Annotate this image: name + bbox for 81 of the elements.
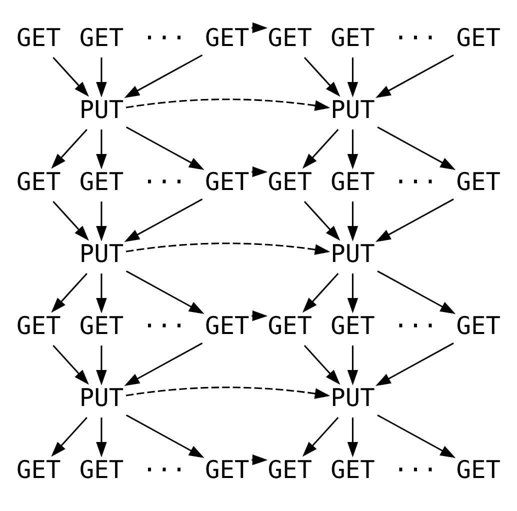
node-text: PUT [330,238,375,268]
node-text: GET [330,310,375,340]
arrow [304,200,340,240]
node-text: GET [456,22,500,52]
node-text: GET [79,22,124,52]
arrow [52,56,89,96]
arrow [52,344,89,384]
arrow [302,416,339,456]
node-text: PUT [79,382,124,412]
node-text: PUT [79,94,124,124]
node-text: GET [268,166,312,196]
label: ··· [142,454,186,484]
arrow [347,417,358,457]
node-text: GET [16,310,61,340]
label: ··· [393,166,438,196]
arrow [252,166,268,177]
arrow [347,345,358,385]
node-text: GET [79,310,124,340]
arrow [124,54,203,98]
arrow [377,270,456,314]
label: ··· [142,22,186,52]
arrow [347,57,358,97]
arrow [124,198,203,242]
arrow [252,454,268,465]
node-text: PUT [330,94,375,124]
arrow [302,128,339,168]
node-text: GET [268,22,312,52]
node-text: PUT [79,238,124,268]
node-text: GET [16,454,61,484]
label: ··· [142,166,186,196]
arrow [51,272,88,312]
node-text: GET [16,166,61,196]
node-text: GET [330,22,375,52]
node-text: PUT [330,382,375,412]
arrow [252,310,268,321]
arrow [377,414,456,458]
arrow [96,273,107,313]
label: ··· [393,22,438,52]
arrow [126,386,330,398]
arrow [375,54,454,98]
label: ··· [393,310,438,340]
node-text: GET [204,454,250,484]
arrow [96,417,107,457]
arrow [51,416,88,456]
arrow [52,200,89,240]
node-text: GET [268,310,312,340]
node-text: GET [330,454,375,484]
arrow [304,344,340,384]
arrow [126,270,204,314]
arrow [126,414,204,458]
arrow [126,126,204,170]
node-text: GET [456,310,500,340]
arrow [96,201,107,241]
label: ··· [393,454,438,484]
arrow [347,273,358,313]
arrow [252,22,268,33]
arrow [96,57,107,97]
node-text: GET [330,166,375,196]
label: ··· [142,310,186,340]
arrow [126,242,330,254]
node-text: GET [268,454,312,484]
node-text: GET [204,22,250,52]
arrow [96,345,107,385]
arrow [347,129,358,169]
node-text: GET [79,454,124,484]
arrow [377,126,456,170]
arrow [375,342,454,386]
node-text: GET [456,166,500,196]
arrow [304,56,340,96]
node-text: GET [456,454,500,484]
arrow [126,98,330,110]
arrow [51,128,88,168]
node-text: GET [204,166,250,196]
arrow [302,272,339,312]
arrow [375,198,454,242]
node-text: GET [204,310,250,340]
node-text: GET [79,166,124,196]
arrow [347,201,358,241]
arrow [96,129,107,169]
arrow [124,342,203,386]
node-text: GET [16,22,61,52]
